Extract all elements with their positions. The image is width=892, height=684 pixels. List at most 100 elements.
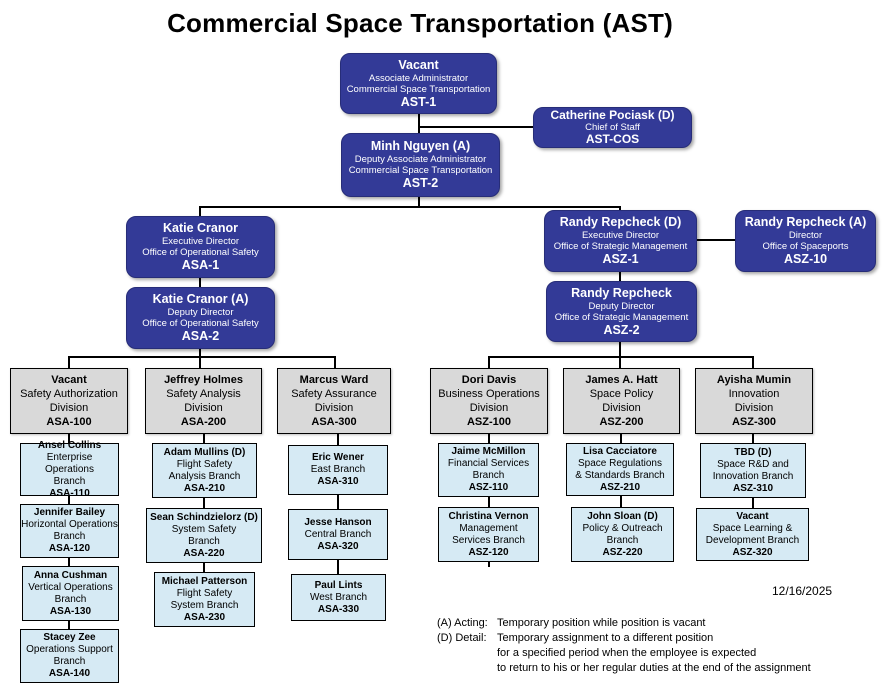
position-title: Chief of Staff bbox=[585, 122, 640, 133]
division-name: Space Policy bbox=[589, 388, 654, 400]
routing-code: ASA-310 bbox=[317, 476, 359, 487]
connector-line bbox=[619, 341, 621, 369]
routing-code: ASA-210 bbox=[183, 482, 226, 494]
legend-detail-row: to return to his or her regular duties a… bbox=[437, 661, 811, 676]
person-name: Randy Repcheck bbox=[571, 285, 672, 300]
routing-code: ASZ-320 bbox=[732, 546, 773, 558]
org-box-asa-110: Ansel Collins Enterprise Operations Bran… bbox=[20, 439, 119, 499]
office-name: Office of Operational Safety bbox=[142, 247, 259, 258]
branch-name: West Branch bbox=[309, 591, 368, 603]
routing-code: ASA-110 bbox=[49, 487, 90, 499]
routing-code: AST-COS bbox=[585, 132, 640, 146]
connector-line bbox=[619, 206, 621, 212]
connector-line bbox=[68, 356, 336, 358]
person-name: Katie Cranor bbox=[162, 221, 239, 235]
org-box-asa-210: Adam Mullins (D) Flight Safety Analysis … bbox=[152, 443, 257, 498]
connector-line bbox=[68, 356, 70, 369]
routing-code: ASA-120 bbox=[48, 543, 91, 554]
position-title: Executive Director bbox=[161, 236, 240, 247]
person-name: Ansel Collins bbox=[37, 439, 102, 451]
org-box-asa-130: Anna Cushman Vertical Operations Branch … bbox=[22, 566, 119, 621]
branch-name: & Standards Branch bbox=[575, 469, 665, 481]
org-box-asz-2: Randy Repcheck Deputy Director Office of… bbox=[546, 281, 697, 342]
division-name: Business Operations bbox=[438, 388, 540, 400]
org-box-asa-300: Marcus Ward Safety Assurance Division AS… bbox=[277, 368, 391, 434]
branch-name: Branch bbox=[53, 531, 86, 542]
branch-name: Horizontal Operations bbox=[21, 519, 118, 530]
office-name: Office of Strategic Management bbox=[554, 311, 689, 323]
division-name: Division bbox=[469, 402, 509, 414]
org-box-asz-10: Randy Repcheck (A) Director Office of Sp… bbox=[735, 210, 876, 272]
routing-code: ASA-100 bbox=[46, 416, 92, 428]
division-name: Safety Authorization bbox=[20, 388, 118, 400]
legend-detail-row: (D) Detail: Temporary assignment to a di… bbox=[437, 631, 811, 646]
branch-name: Management bbox=[459, 522, 518, 534]
routing-code: ASZ-120 bbox=[468, 546, 509, 558]
branch-name: Flight Safety bbox=[176, 458, 233, 470]
person-name: Michael Patterson bbox=[161, 575, 248, 587]
connector-line bbox=[203, 434, 205, 573]
org-box-ast-1: Vacant Associate Administrator Commercia… bbox=[340, 53, 497, 114]
routing-code: ASA-1 bbox=[181, 258, 220, 272]
branch-name: Vertical Operations bbox=[28, 581, 113, 593]
connector-line bbox=[199, 277, 201, 288]
org-box-asa-310: Eric Wener East Branch ASA-310 bbox=[288, 445, 388, 495]
person-name: Adam Mullins (D) bbox=[163, 446, 246, 458]
division-name: Division bbox=[184, 402, 223, 414]
office-name: Commercial Space Transportation bbox=[346, 83, 491, 95]
routing-code: ASA-130 bbox=[49, 605, 92, 617]
date-label: 12/16/2025 bbox=[772, 584, 833, 598]
org-box-asz-120: Christina Vernon Management Services Bra… bbox=[438, 507, 539, 562]
org-box-asa-1: Katie Cranor Executive Director Office o… bbox=[126, 216, 275, 278]
branch-name: Branch bbox=[188, 535, 220, 547]
branch-name: Analysis Branch bbox=[168, 470, 241, 482]
person-name: Lisa Cacciatore bbox=[583, 445, 657, 457]
routing-code: ASA-200 bbox=[180, 416, 227, 428]
person-name: Marcus Ward bbox=[299, 374, 369, 386]
branch-name: Flight Safety bbox=[176, 587, 233, 599]
connector-line bbox=[488, 356, 490, 369]
office-name: Office of Strategic Management bbox=[553, 241, 688, 252]
branch-name: Policy & Outreach bbox=[582, 522, 663, 534]
routing-code: ASZ-210 bbox=[599, 481, 640, 493]
connector-line bbox=[696, 239, 736, 241]
branch-name: Space Learning & bbox=[712, 522, 793, 534]
org-box-asa-220: Sean Schindzielorz (D) System Safety Bra… bbox=[146, 508, 262, 563]
routing-code: ASA-330 bbox=[317, 603, 360, 615]
connector-line bbox=[418, 196, 420, 207]
connector-line bbox=[199, 348, 201, 369]
org-box-ast-cos: Catherine Pociask (D) Chief of Staff AST… bbox=[533, 107, 692, 148]
org-box-asz-300: Ayisha Mumin Innovation Division ASZ-300 bbox=[695, 368, 813, 434]
position-title: Deputy Director bbox=[167, 307, 234, 318]
routing-code: AST-2 bbox=[402, 176, 439, 190]
position-title: Deputy Director bbox=[588, 300, 655, 312]
org-box-asz-210: Lisa Cacciatore Space Regulations & Stan… bbox=[566, 443, 674, 496]
branch-name: Development Branch bbox=[705, 534, 800, 546]
person-name: Jaime McMillon bbox=[451, 446, 526, 457]
legend-acting-text: Temporary position while position is vac… bbox=[497, 617, 706, 629]
org-box-asa-120: Jennifer Bailey Horizontal Operations Br… bbox=[20, 504, 119, 558]
org-box-asz-100: Dori Davis Business Operations Division … bbox=[430, 368, 548, 434]
connector-line bbox=[488, 434, 490, 567]
person-name: TBD (D) bbox=[734, 446, 772, 458]
office-name: Office of Spaceports bbox=[762, 241, 849, 252]
person-name: Catherine Pociask (D) bbox=[550, 108, 675, 122]
division-name: Safety Analysis bbox=[166, 388, 241, 400]
org-box-asa-140: Stacey Zee Operations Support Branch ASA… bbox=[20, 629, 119, 683]
legend-acting-row: (A) Acting: Temporary position while pos… bbox=[437, 616, 811, 631]
connector-line bbox=[752, 356, 754, 369]
branch-name: Branch bbox=[53, 656, 86, 667]
person-name: Jeffrey Holmes bbox=[164, 374, 243, 386]
connector-line bbox=[334, 356, 336, 369]
routing-code: ASA-140 bbox=[48, 668, 91, 679]
org-box-asa-100: Vacant Safety Authorization Division ASA… bbox=[10, 368, 128, 434]
branch-name: Enterprise Operations bbox=[45, 451, 94, 475]
branch-name: Central Branch bbox=[304, 528, 372, 540]
routing-code: ASA-300 bbox=[311, 416, 357, 428]
division-name: Innovation bbox=[728, 388, 780, 400]
legend-detail-row: for a specified period when the employee… bbox=[437, 646, 811, 661]
branch-name: Branch bbox=[472, 470, 505, 481]
routing-code: ASZ-1 bbox=[602, 252, 639, 266]
org-box-asa-330: Paul Lints West Branch ASA-330 bbox=[291, 574, 386, 621]
